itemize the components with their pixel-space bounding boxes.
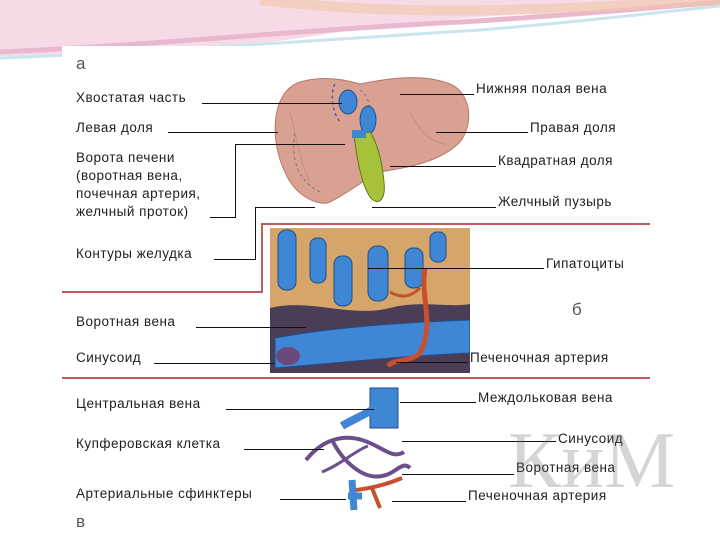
- leader-left-lobe: [168, 132, 278, 134]
- label-portal-vein-c: Воротная вена: [516, 460, 616, 475]
- label-quadrate-lobe: Квадратная доля: [498, 153, 613, 168]
- label-kupffer-cell: Купферовская клетка: [76, 436, 221, 451]
- leader-hepatocytes: [368, 268, 544, 270]
- hepatic-artery-c-shape: [355, 476, 403, 509]
- leader-porta-top: [235, 144, 345, 146]
- label-central-vein: Центральная вена: [76, 396, 201, 411]
- section-letter-c: в: [76, 512, 86, 531]
- leader-arterial-sphincters: [280, 499, 346, 501]
- leader-sinusoid-b: [154, 363, 274, 365]
- label-porta-detail-1: (воротная вена,: [76, 168, 183, 183]
- leader-quadrate-lobe: [390, 166, 496, 168]
- leader-porta-bottom: [210, 217, 236, 219]
- section-letter-a: а: [76, 54, 86, 73]
- leader-interlobular-vein: [400, 402, 476, 404]
- leader-porta-vertical: [235, 144, 237, 218]
- label-interlobular-vein: Междольковая вена: [478, 390, 613, 405]
- leader-inferior-vena-cava: [400, 94, 474, 96]
- leader-right-lobe: [436, 132, 528, 134]
- lobule-section-illustration: [270, 228, 470, 373]
- leader-stomach-bottom: [214, 259, 256, 261]
- leader-stomach-top: [255, 207, 315, 209]
- divider-a-b-step: [261, 223, 263, 293]
- divider-a-b-right: [262, 223, 650, 225]
- leader-kupffer-cell: [244, 449, 324, 451]
- caudate-lobe-vein: [338, 89, 358, 115]
- microcirculation-illustration: [304, 387, 412, 511]
- portal-vein-shape: [274, 319, 470, 369]
- label-arterial-sphincters: Артериальные сфинктеры: [76, 486, 253, 501]
- label-porta-hepatis: Ворота печени: [76, 150, 175, 165]
- divider-b-c: [62, 377, 650, 379]
- label-hepatic-artery-c: Печеночная артерия: [468, 488, 607, 503]
- leader-gallbladder: [372, 207, 496, 209]
- watermark-logo: КиМ: [508, 398, 675, 524]
- leader-caudate-part: [202, 103, 342, 105]
- label-porta-detail-2: почечная артерия,: [76, 186, 201, 201]
- divider-a-b-left: [62, 291, 262, 293]
- label-right-lobe: Правая доля: [530, 120, 617, 135]
- label-sinusoid-c: Синусоид: [558, 431, 624, 446]
- label-porta-detail-3: желчный проток): [76, 204, 189, 219]
- watermark-letters: КиМ: [508, 417, 676, 505]
- section-letter-b: б: [572, 300, 582, 319]
- leader-portal-vein-b: [196, 327, 306, 329]
- leader-hepatic-artery-b: [396, 362, 468, 364]
- leader-sinusoid-c: [402, 441, 556, 443]
- leader-portal-vein-c: [402, 474, 514, 476]
- hepatic-artery-branch: [386, 267, 430, 368]
- gallbladder-shape: [353, 131, 385, 202]
- label-inferior-vena-cava: Нижняя полая вена: [476, 81, 608, 96]
- label-hepatic-artery-b: Печеночная артерия: [470, 350, 609, 365]
- label-stomach-contours: Контуры желудка: [76, 246, 193, 261]
- leader-hepatic-artery-c: [392, 501, 466, 503]
- label-caudate-part: Хвостатая часть: [76, 90, 187, 105]
- liver-illustration: [274, 77, 470, 204]
- leader-stomach-vertical: [255, 207, 257, 260]
- label-portal-vein-b: Воротная вена: [76, 314, 176, 329]
- label-left-lobe: Левая доля: [76, 120, 154, 135]
- label-gallbladder: Желчный пузырь: [498, 194, 612, 209]
- label-hepatocytes: Гипатоциты: [546, 256, 625, 271]
- label-sinusoid-b: Синусоид: [76, 350, 142, 365]
- inferior-vena-cava-shape: [359, 105, 377, 135]
- leader-central-vein: [226, 409, 374, 411]
